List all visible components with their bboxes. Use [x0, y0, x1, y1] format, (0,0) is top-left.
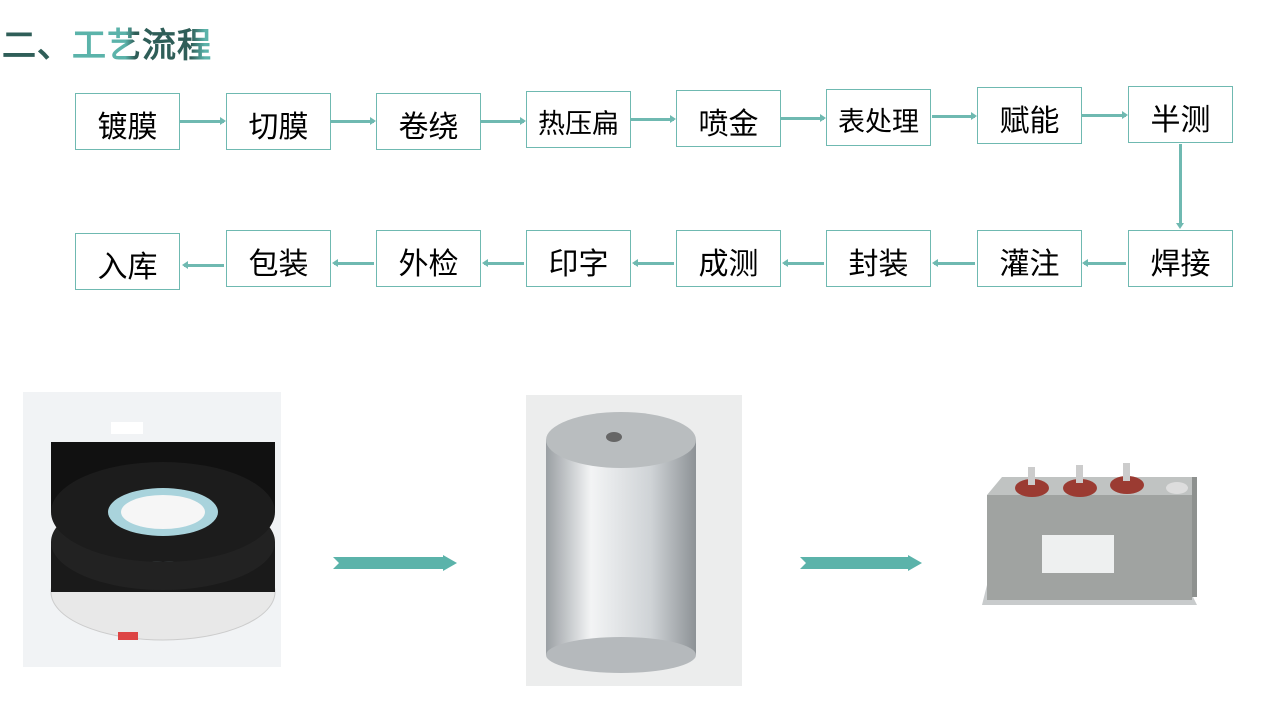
arrow-right: [180, 117, 226, 125]
big-arrow-right: [333, 555, 457, 571]
big-arrow-right: [800, 555, 922, 571]
step-film-cutting: 切膜: [226, 93, 331, 150]
film-roll-image: [23, 392, 281, 667]
metallized-element-image: [526, 395, 742, 686]
arrow-left: [1082, 259, 1126, 267]
arrow-left: [182, 261, 224, 269]
arrow-right: [481, 117, 526, 125]
page-title: 二、工艺流程: [2, 18, 212, 67]
step-semi-test: 半测: [1128, 86, 1233, 143]
arrow-right: [631, 115, 676, 123]
arrow-right: [331, 117, 376, 125]
step-sealing: 封装: [826, 230, 931, 287]
arrow-right: [932, 112, 977, 120]
step-welding: 焊接: [1128, 230, 1233, 287]
step-final-test: 成测: [676, 230, 781, 287]
arrow-left: [332, 259, 374, 267]
step-coating: 镀膜: [75, 93, 180, 150]
step-hot-pressing: 热压扁: [526, 91, 631, 148]
arrow-right: [781, 114, 826, 122]
title-prefix: 二、: [2, 26, 72, 66]
capacitor-image: [972, 455, 1212, 615]
arrow-right: [1082, 111, 1128, 119]
arrow-left: [482, 259, 524, 267]
arrow-left: [632, 259, 674, 267]
step-energizing: 赋能: [977, 87, 1082, 144]
step-warehousing: 入库: [75, 233, 180, 290]
arrow-down: [1176, 144, 1184, 229]
title-main: 工艺流程: [72, 26, 212, 66]
step-printing: 印字: [526, 230, 631, 287]
step-visual-inspection: 外检: [376, 230, 481, 287]
step-metal-spraying: 喷金: [676, 90, 781, 147]
arrow-left: [782, 259, 824, 267]
step-potting: 灌注: [977, 230, 1082, 287]
step-surface-treatment: 表处理: [826, 89, 931, 146]
arrow-left: [932, 259, 975, 267]
step-packaging: 包装: [226, 230, 331, 287]
step-winding: 卷绕: [376, 93, 481, 150]
